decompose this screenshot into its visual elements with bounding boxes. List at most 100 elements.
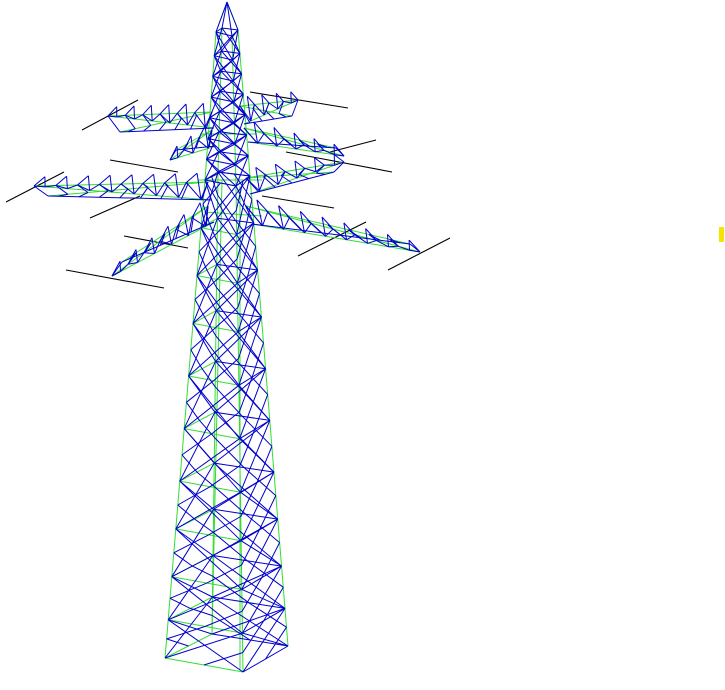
- arm-bracing: [277, 171, 286, 185]
- arm-bracing: [185, 103, 188, 126]
- body-sub-diagonal: [166, 625, 206, 640]
- mast-ring: [232, 73, 242, 82]
- mast-ring: [204, 179, 237, 187]
- arm-bracing: [253, 121, 259, 144]
- body-diagonal: [215, 310, 266, 370]
- mast-ring: [215, 31, 233, 37]
- mast-diagonal: [210, 96, 221, 112]
- body-diagonal: [239, 438, 275, 473]
- arm-bracing: [197, 139, 209, 149]
- mast-diagonal: [209, 117, 236, 145]
- arm-bracing: [389, 238, 401, 244]
- arm-bracing: [268, 102, 279, 110]
- body-diagonal: [235, 185, 255, 224]
- arm-bracing: [280, 135, 285, 140]
- arm-bracing: [303, 144, 316, 153]
- arm-bracing: [99, 190, 109, 198]
- arm-bracing: [315, 149, 325, 153]
- tower-leg: [249, 175, 289, 647]
- arm-bracing: [252, 108, 263, 122]
- body-sub-diagonal: [256, 446, 273, 483]
- arm-bracing: [187, 112, 196, 126]
- arm-bracing: [334, 161, 345, 166]
- peak-member: [215, 1, 228, 33]
- body-diagonal: [171, 576, 213, 598]
- mast-diagonal: [233, 94, 244, 124]
- body-ring: [214, 411, 270, 421]
- arm-bracing: [125, 114, 135, 120]
- arm-bracing: [201, 181, 209, 200]
- arm-bracing: [89, 184, 100, 191]
- body-sub-diagonal: [190, 327, 216, 351]
- mast-diagonal: [206, 143, 236, 160]
- arm-bracing: [120, 174, 133, 185]
- arm-bracing: [143, 243, 152, 253]
- mast-diagonal: [231, 35, 241, 54]
- body-sub-diagonal: [237, 276, 248, 308]
- mast-ring: [233, 114, 246, 124]
- arm-bracing: [107, 115, 117, 118]
- arm-bracing: [197, 136, 201, 141]
- arm-bracing: [127, 128, 136, 133]
- body-diagonal: [237, 331, 267, 369]
- body-sub-diagonal: [251, 342, 264, 378]
- arm-bracing: [188, 217, 193, 236]
- body-ring: [216, 263, 258, 271]
- body-ring: [212, 596, 286, 609]
- body-sub-diagonal: [173, 534, 209, 554]
- body-diagonal: [217, 217, 258, 271]
- arm-bracing: [99, 184, 109, 192]
- arm-bracing: [293, 132, 297, 150]
- arm-bracing: [139, 187, 149, 199]
- arm-bracing: [151, 237, 155, 254]
- body-diagonal: [239, 368, 267, 439]
- mast-ring: [220, 70, 242, 75]
- body-sub-diagonal: [241, 529, 260, 566]
- arm-bracing: [348, 229, 356, 236]
- body-diagonal: [217, 171, 255, 224]
- arm-bracing: [33, 185, 49, 197]
- arm-bracing: [33, 176, 46, 187]
- arm-bracing: [262, 131, 275, 145]
- arm-bracing: [256, 199, 269, 213]
- arm-bracing: [313, 138, 316, 152]
- body-diagonal: [237, 269, 259, 332]
- arm-bracing: [245, 177, 259, 193]
- body-sub-diagonal: [204, 316, 217, 337]
- arm-bracing: [314, 157, 325, 166]
- body-diagonal: [238, 316, 262, 386]
- arm-bracing: [142, 114, 153, 122]
- arm-bracing: [199, 202, 206, 227]
- body-sub-diagonal: [242, 620, 265, 653]
- arm-bracing: [263, 176, 276, 188]
- mast-ring: [208, 138, 235, 145]
- body-diagonal: [188, 375, 240, 440]
- arm-bracing: [133, 105, 135, 120]
- arm-bracing: [398, 245, 410, 251]
- mast-diagonal: [221, 27, 241, 54]
- arm-bracing: [376, 240, 389, 248]
- arm-chord: [107, 115, 215, 129]
- arm-chord: [121, 221, 215, 263]
- arm-bracing: [335, 147, 345, 157]
- body-sub-diagonal: [194, 518, 214, 533]
- conductor-line: [329, 139, 377, 153]
- body-sub-diagonal: [206, 269, 217, 288]
- arm-bracing: [178, 182, 187, 198]
- mast-ring: [214, 55, 233, 61]
- arm-bracing: [151, 113, 161, 122]
- body-sub-diagonal: [209, 465, 241, 488]
- mast-diagonal: [210, 96, 235, 124]
- arm-bracing: [304, 167, 316, 173]
- body-diagonal: [214, 368, 266, 413]
- mast-ring: [220, 90, 244, 95]
- arm-chord: [251, 223, 421, 253]
- body-diagonal: [215, 316, 262, 362]
- mast-diagonal: [210, 71, 222, 98]
- body-diagonal: [204, 179, 238, 235]
- body-diagonal: [213, 508, 282, 567]
- body-diagonal: [236, 234, 259, 271]
- arm-bracing: [175, 224, 180, 239]
- arm-bracing: [107, 115, 121, 133]
